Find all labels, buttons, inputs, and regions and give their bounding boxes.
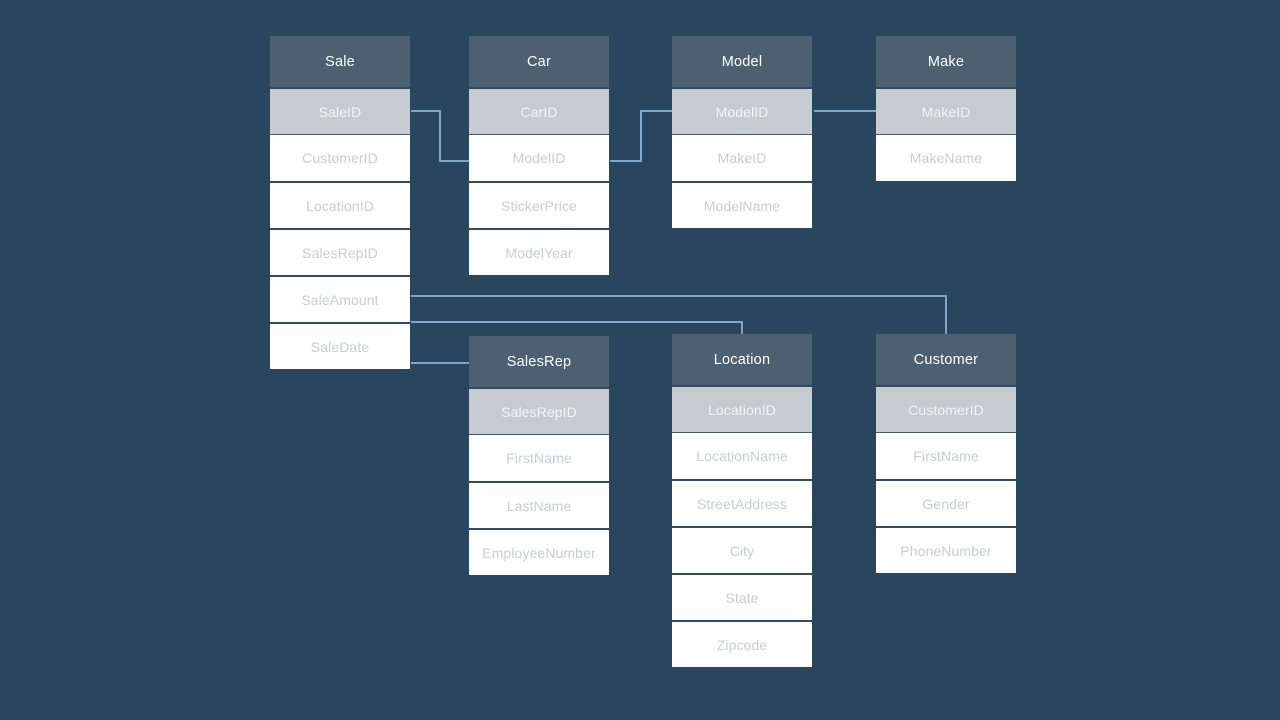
connector-sale-customer	[411, 295, 947, 334]
entity-title-customer: Customer	[876, 334, 1016, 385]
primary-key-row-location-0[interactable]: LocationID	[672, 385, 812, 432]
attribute-row-location-5[interactable]: Zipcode	[672, 620, 812, 667]
attribute-row-salesrep-3[interactable]: EmployeeNumber	[469, 528, 609, 575]
attribute-row-model-1[interactable]: MakeID	[672, 134, 812, 181]
primary-key-row-model-0[interactable]: ModelID	[672, 87, 812, 134]
entity-title-sale: Sale	[270, 36, 410, 87]
primary-key-row-make-0[interactable]: MakeID	[876, 87, 1016, 134]
attribute-row-car-1[interactable]: ModelID	[469, 134, 609, 181]
attribute-row-car-2[interactable]: StickerPrice	[469, 181, 609, 228]
attribute-row-sale-5[interactable]: SaleDate	[270, 322, 410, 369]
attribute-row-sale-2[interactable]: LocationID	[270, 181, 410, 228]
attribute-row-location-1[interactable]: LocationName	[672, 432, 812, 479]
attribute-row-salesrep-2[interactable]: LastName	[469, 481, 609, 528]
attribute-row-salesrep-1[interactable]: FirstName	[469, 434, 609, 481]
entity-title-make: Make	[876, 36, 1016, 87]
connector-sale-location	[411, 321, 743, 334]
attribute-row-sale-4[interactable]: SaleAmount	[270, 275, 410, 322]
primary-key-row-sale-0[interactable]: SaleID	[270, 87, 410, 134]
attribute-row-location-4[interactable]: State	[672, 573, 812, 620]
entity-title-salesrep: SalesRep	[469, 336, 609, 387]
attribute-row-sale-3[interactable]: SalesRepID	[270, 228, 410, 275]
entity-title-location: Location	[672, 334, 812, 385]
attribute-row-car-3[interactable]: ModelYear	[469, 228, 609, 275]
primary-key-row-salesrep-0[interactable]: SalesRepID	[469, 387, 609, 434]
attribute-row-customer-2[interactable]: Gender	[876, 479, 1016, 526]
attribute-row-model-2[interactable]: ModelName	[672, 181, 812, 228]
attribute-row-location-3[interactable]: City	[672, 526, 812, 573]
primary-key-row-customer-0[interactable]: CustomerID	[876, 385, 1016, 432]
attribute-row-customer-1[interactable]: FirstName	[876, 432, 1016, 479]
attribute-row-sale-1[interactable]: CustomerID	[270, 134, 410, 181]
attribute-row-make-1[interactable]: MakeName	[876, 134, 1016, 181]
entity-title-model: Model	[672, 36, 812, 87]
entity-title-car: Car	[469, 36, 609, 87]
primary-key-row-car-0[interactable]: CarID	[469, 87, 609, 134]
attribute-row-location-2[interactable]: StreetAddress	[672, 479, 812, 526]
attribute-row-customer-3[interactable]: PhoneNumber	[876, 526, 1016, 573]
connector-sale-car	[411, 110, 469, 162]
connector-car-model	[610, 110, 672, 162]
